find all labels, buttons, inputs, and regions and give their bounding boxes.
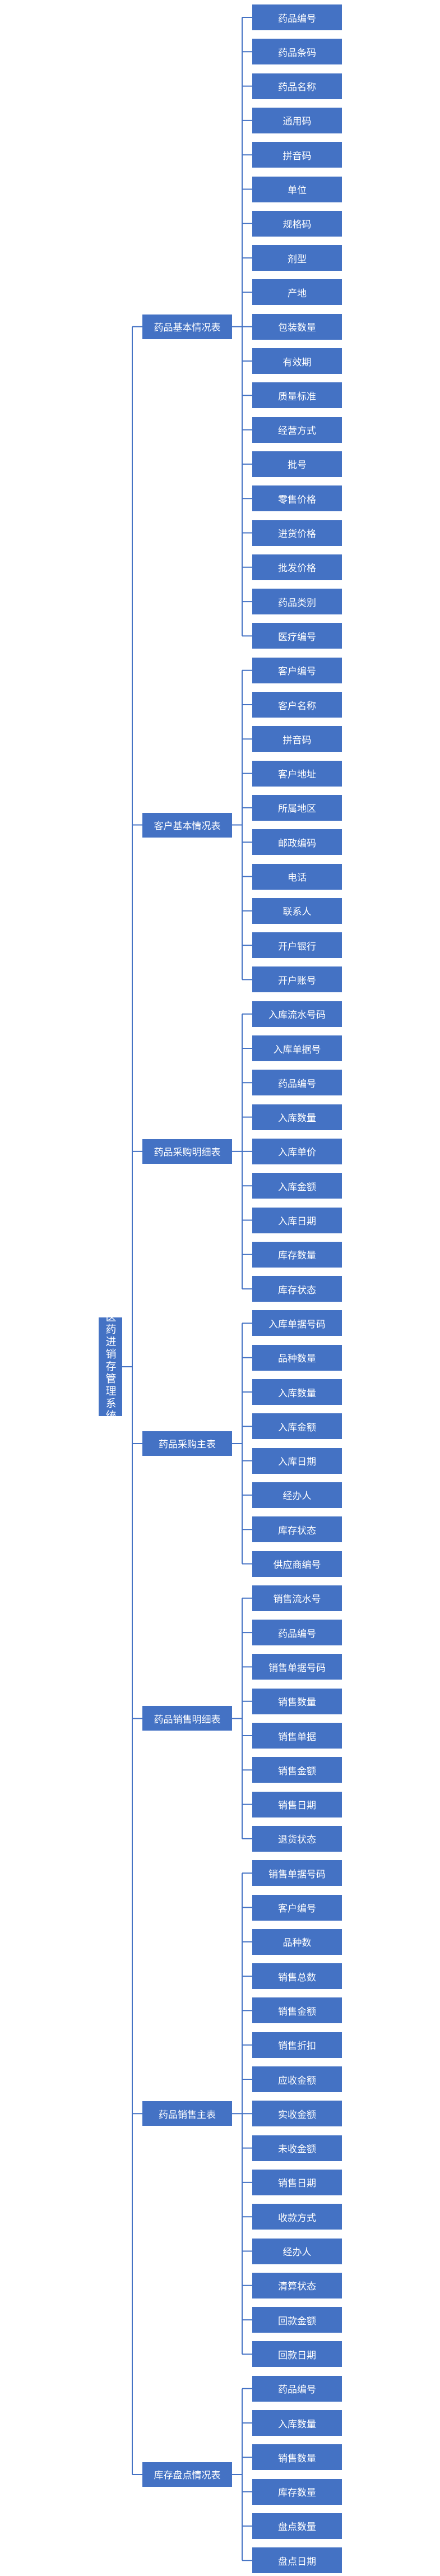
field-node: 药品名称: [252, 73, 342, 99]
field-node: 库存状态: [252, 1516, 342, 1543]
table-category-node: 库存盘点情况表: [142, 2462, 232, 2487]
field-node: 进货价格: [252, 520, 342, 546]
table-category-node: 药品采购主表: [142, 1431, 232, 1456]
field-node: 有效期: [252, 348, 342, 374]
field-node: 入库数量: [252, 1104, 342, 1130]
field-node: 药品条码: [252, 39, 342, 65]
field-node: 入库金额: [252, 1413, 342, 1440]
field-node: 销售日期: [252, 1791, 342, 1817]
field-node: 销售日期: [252, 2169, 342, 2195]
field-node: 销售数量: [252, 1688, 342, 1714]
field-node: 零售价格: [252, 485, 342, 512]
field-node: 拼音码: [252, 142, 342, 168]
field-node: 经营方式: [252, 417, 342, 443]
field-node: 品种数量: [252, 1344, 342, 1371]
field-node: 盘点日期: [252, 2547, 342, 2574]
field-node: 医疗编号: [252, 623, 342, 649]
table-category-node: 药品基本情况表: [142, 314, 232, 339]
field-node: 应收金额: [252, 2066, 342, 2092]
field-node: 入库单据号码: [252, 1310, 342, 1336]
field-node: 批号: [252, 451, 342, 477]
field-node: 药品类别: [252, 589, 342, 615]
field-node: 入库单据号: [252, 1035, 342, 1061]
field-node: 药品编号: [252, 4, 342, 30]
field-node: 销售金额: [252, 1757, 342, 1783]
field-node: 邮政编码: [252, 829, 342, 855]
field-node: 包装数量: [252, 313, 342, 340]
field-node: 客户编号: [252, 1894, 342, 1921]
field-node: 库存数量: [252, 1241, 342, 1268]
field-node: 药品编号: [252, 1620, 342, 1646]
field-node: 入库金额: [252, 1173, 342, 1199]
field-node: 回款日期: [252, 2341, 342, 2367]
field-node: 入库单价: [252, 1138, 342, 1164]
field-node: 所属地区: [252, 794, 342, 821]
field-node: 入库日期: [252, 1447, 342, 1474]
field-node: 销售单据号码: [252, 1654, 342, 1680]
field-node: 经办人: [252, 1482, 342, 1508]
field-node: 药品编号: [252, 2375, 342, 2402]
field-node: 品种数: [252, 1928, 342, 1955]
field-node: 产地: [252, 279, 342, 306]
table-category-node: 药品销售明细表: [142, 1706, 232, 1731]
field-node: 入库数量: [252, 1379, 342, 1405]
root-node: 医药进销存管理系统: [99, 1317, 122, 1416]
field-node: 批发价格: [252, 554, 342, 580]
field-node: 单位: [252, 176, 342, 202]
field-node: 经办人: [252, 2238, 342, 2264]
field-node: 销售总数: [252, 1963, 342, 1990]
field-node: 电话: [252, 863, 342, 890]
table-category-node: 药品采购明细表: [142, 1139, 232, 1164]
field-node: 客户编号: [252, 657, 342, 683]
field-node: 供应商编号: [252, 1551, 342, 1577]
table-category-node: 客户基本情况表: [142, 812, 232, 838]
field-node: 收款方式: [252, 2204, 342, 2230]
field-node: 规格码: [252, 210, 342, 237]
field-node: 联系人: [252, 898, 342, 924]
field-node: 剂型: [252, 245, 342, 271]
field-node: 销售数量: [252, 2444, 342, 2471]
field-node: 库存状态: [252, 1276, 342, 1302]
field-node: 实收金额: [252, 2101, 342, 2127]
field-node: 开户银行: [252, 932, 342, 959]
field-node: 销售流水号: [252, 1585, 342, 1611]
field-node: 药品编号: [252, 1070, 342, 1096]
field-node: 盘点数量: [252, 2513, 342, 2539]
field-node: 未收金额: [252, 2135, 342, 2161]
field-node: 销售金额: [252, 1997, 342, 2024]
field-node: 销售单据: [252, 1723, 342, 1749]
field-node: 入库日期: [252, 1207, 342, 1233]
table-category-node: 药品销售主表: [142, 2101, 232, 2126]
field-node: 清算状态: [252, 2272, 342, 2298]
field-node: 销售折扣: [252, 2032, 342, 2058]
field-node: 退货状态: [252, 1825, 342, 1852]
field-node: 销售单据号码: [252, 1860, 342, 1886]
field-node: 通用码: [252, 107, 342, 133]
field-node: 质量标准: [252, 382, 342, 409]
field-node: 拼音码: [252, 726, 342, 752]
field-node: 开户账号: [252, 966, 342, 993]
field-node: 客户地址: [252, 760, 342, 787]
field-node: 库存数量: [252, 2478, 342, 2505]
field-node: 入库数量: [252, 2410, 342, 2436]
field-node: 入库流水号码: [252, 1001, 342, 1027]
field-node: 回款金额: [252, 2307, 342, 2333]
field-node: 客户名称: [252, 692, 342, 718]
